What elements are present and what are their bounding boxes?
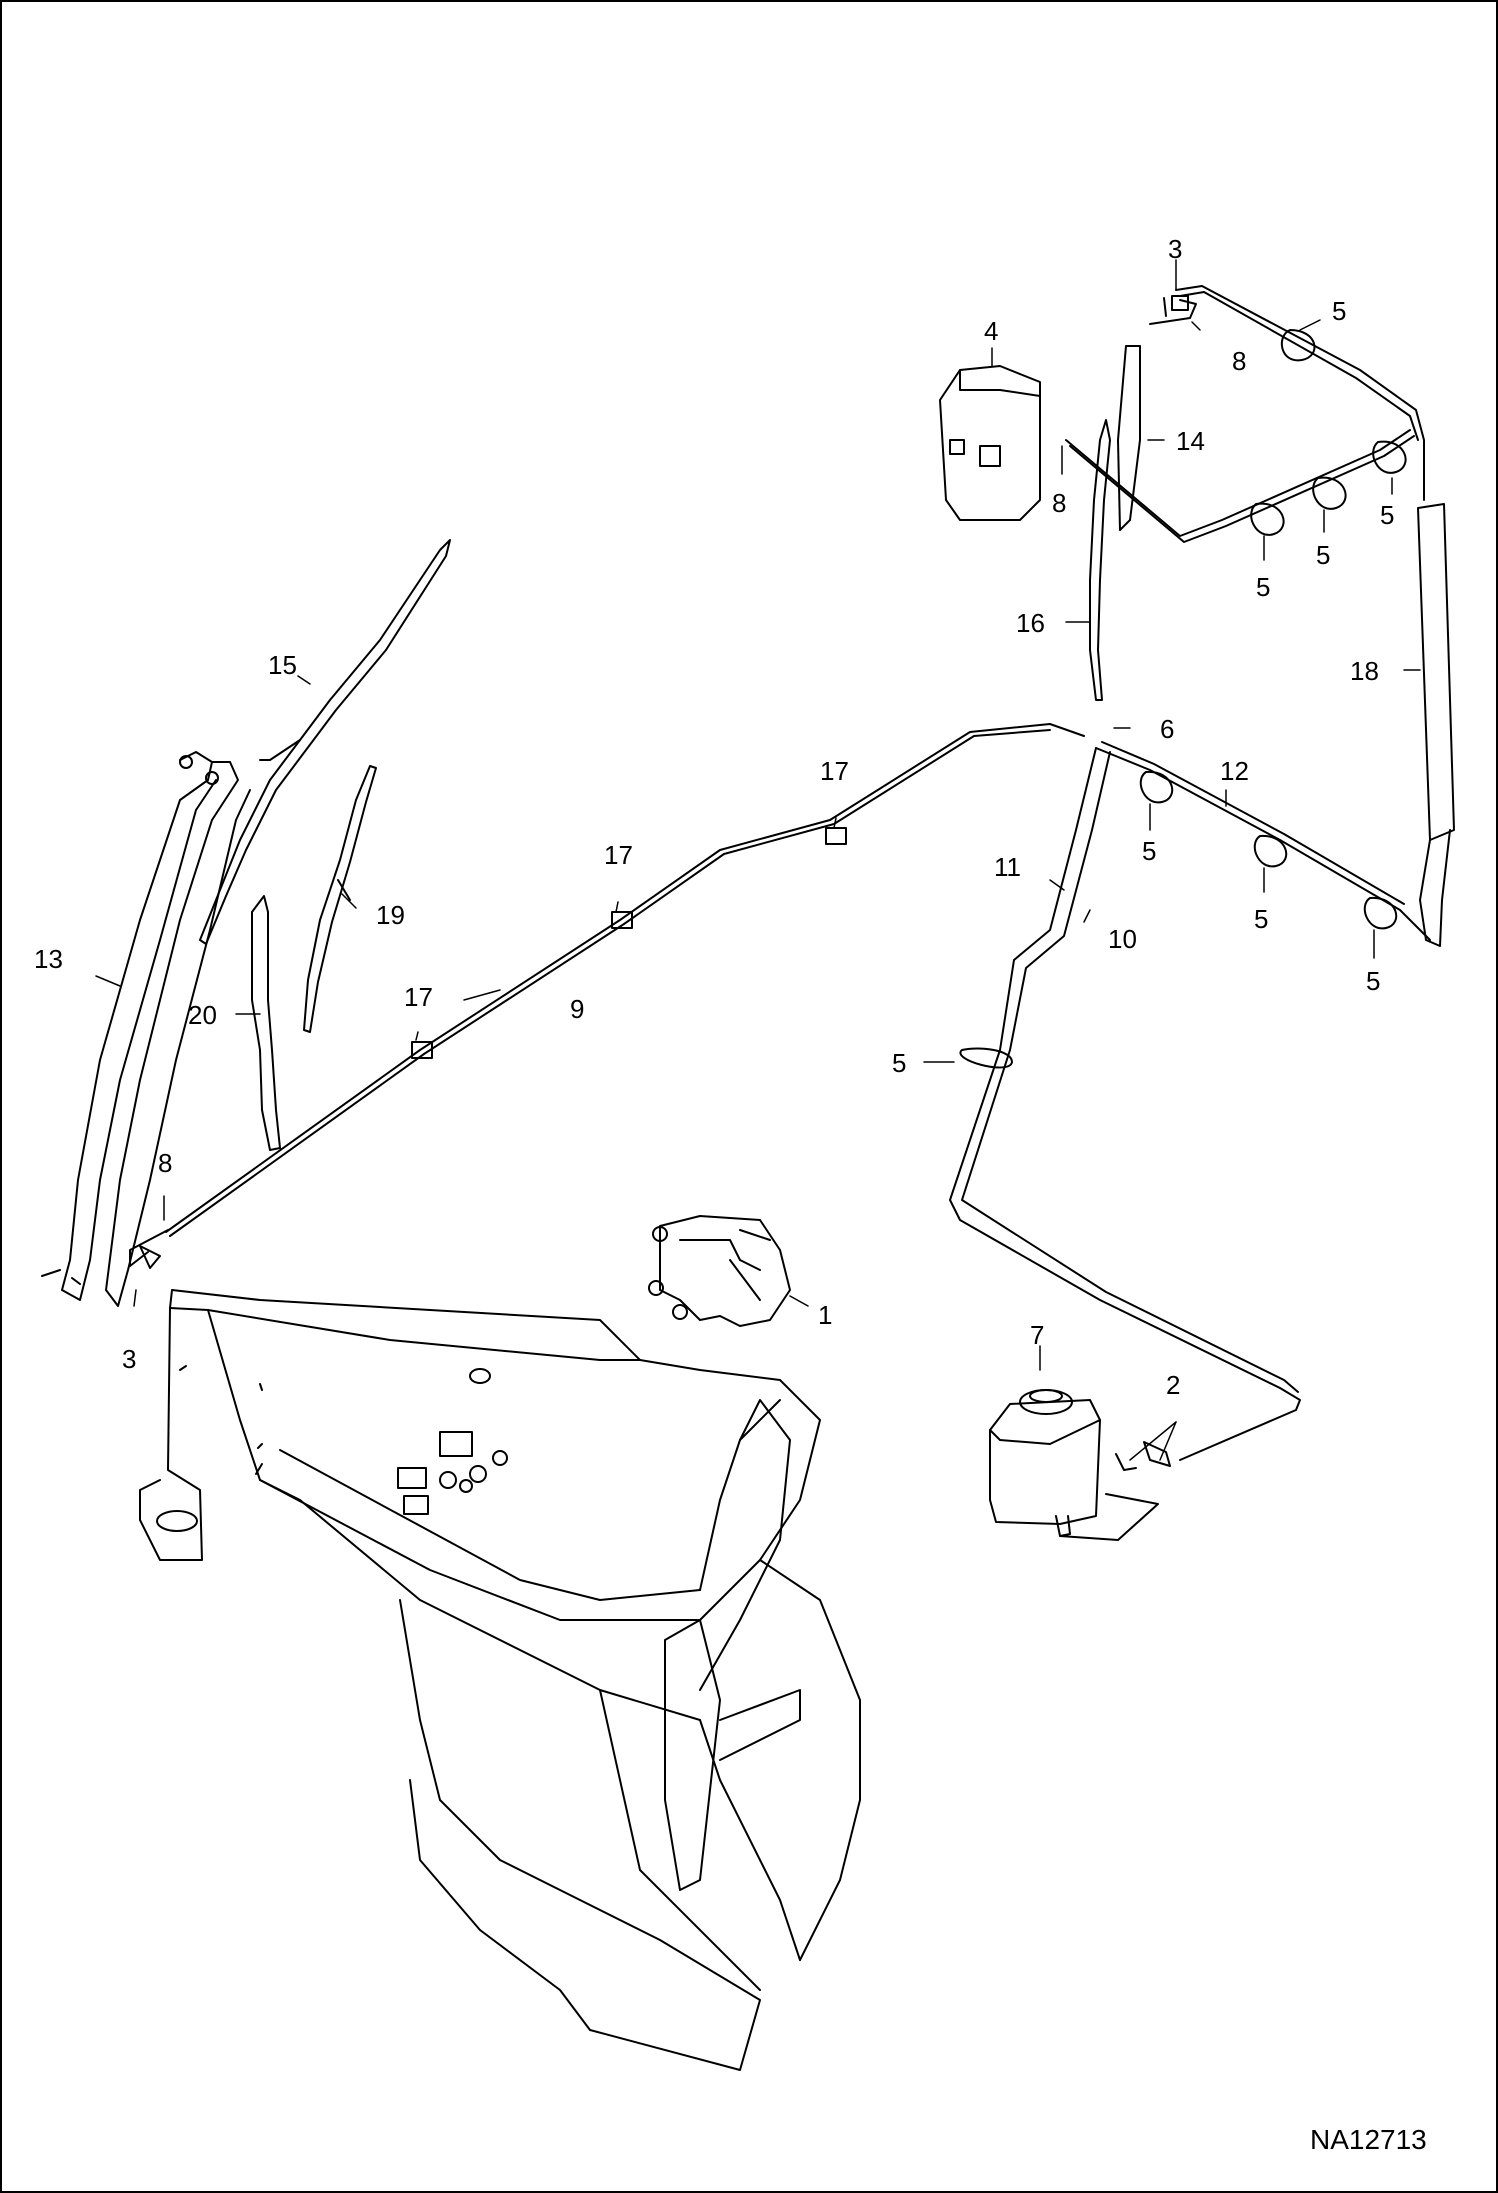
- callout-5: 5: [1380, 500, 1395, 530]
- callout-5: 5: [1254, 904, 1269, 934]
- callout-6: 6: [1160, 714, 1175, 744]
- washer-bottle-7: [989, 1389, 1171, 1541]
- callout-8: 8: [1052, 488, 1067, 518]
- hose-sleeve-18: [1417, 503, 1455, 947]
- callout-8: 8: [158, 1148, 173, 1178]
- wiper-arm-20: [251, 895, 281, 1151]
- callout-19: 19: [376, 900, 405, 930]
- callout-4: 4: [984, 316, 999, 346]
- washer-hose-front: [129, 723, 1085, 1269]
- cab-frame: [139, 1289, 861, 2071]
- callout-5: 5: [1142, 836, 1157, 866]
- callout-leaders: [95, 259, 1421, 1461]
- wiper-arms-left: [41, 751, 251, 1307]
- callout-15: 15: [268, 650, 297, 680]
- callout-10: 10: [1108, 924, 1137, 954]
- drawing-number: NA12713: [1310, 2124, 1427, 2155]
- washer-hose-right: [949, 741, 1431, 1461]
- callout-18: 18: [1350, 656, 1379, 686]
- washer-reservoir-4: [939, 365, 1041, 521]
- callout-17: 17: [604, 840, 633, 870]
- callout-14: 14: [1176, 426, 1205, 456]
- callout-11: 11: [994, 852, 1021, 882]
- callout-3: 3: [122, 1344, 137, 1374]
- callout-5: 5: [1366, 966, 1381, 996]
- callout-3: 3: [1168, 234, 1183, 264]
- callout-16: 16: [1016, 608, 1045, 638]
- callout-5: 5: [892, 1048, 907, 1078]
- callout-8: 8: [1232, 346, 1247, 376]
- callout-20: 20: [188, 1000, 217, 1030]
- callout-5: 5: [1316, 540, 1331, 570]
- callout-5: 5: [1332, 296, 1347, 326]
- callout-17: 17: [820, 756, 849, 786]
- wiper-blade-15: [199, 539, 451, 945]
- washer-hose-top: [1065, 285, 1425, 543]
- callout-5: 5: [1256, 572, 1271, 602]
- callout-9: 9: [570, 994, 585, 1024]
- callout-13: 13: [34, 944, 63, 974]
- callout-7: 7: [1030, 1320, 1045, 1350]
- rear-wiper-16: [1089, 345, 1141, 701]
- callout-2: 2: [1166, 1370, 1181, 1400]
- wiper-blade-19: [303, 765, 377, 1033]
- callout-12: 12: [1220, 756, 1249, 786]
- callout-17: 17: [404, 982, 433, 1012]
- callout-1: 1: [818, 1300, 833, 1330]
- wiper-motor: [648, 1215, 791, 1327]
